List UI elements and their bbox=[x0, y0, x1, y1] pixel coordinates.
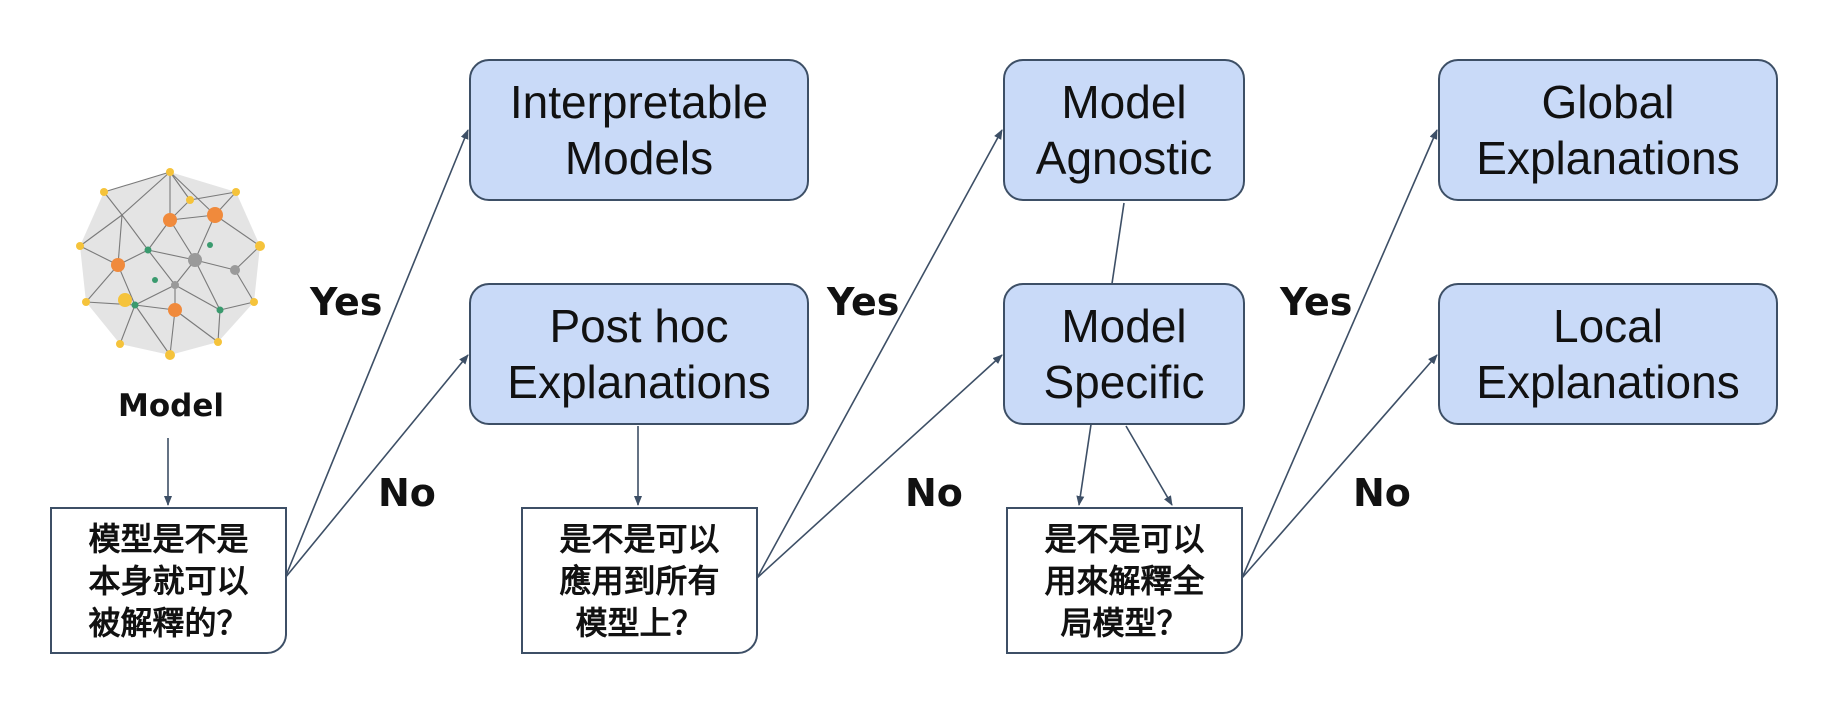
global-explanations-box: Global Explanations bbox=[1438, 59, 1778, 201]
arrow-q3-to-local bbox=[1241, 354, 1438, 579]
local-explanations-box: Local Explanations bbox=[1438, 283, 1778, 425]
arrow-q1-to-interpretable bbox=[284, 129, 469, 579]
arrow-q2-to-specific bbox=[756, 354, 1003, 579]
edge-label-yes-1: Yes bbox=[310, 280, 383, 324]
model-specific-box: Model Specific bbox=[1003, 283, 1245, 425]
edge-label-no-2: No bbox=[905, 471, 963, 515]
neural-network-graph-icon bbox=[76, 168, 265, 360]
edge-label-no-1: No bbox=[378, 471, 436, 515]
question-box-inherently-interpretable: 模型是不是 本身就可以 被解釋的？ bbox=[50, 507, 287, 654]
model-label: Model bbox=[118, 388, 224, 424]
model-agnostic-box: Model Agnostic bbox=[1003, 59, 1245, 201]
edge-label-yes-3: Yes bbox=[1280, 280, 1353, 324]
post-hoc-explanations-box: Post hoc Explanations bbox=[469, 283, 809, 425]
arrow-q3-to-global bbox=[1241, 129, 1438, 579]
arrow-specific-to-q3 bbox=[1125, 425, 1173, 506]
arrow-q2-to-agnostic bbox=[756, 129, 1003, 579]
edge-label-no-3: No bbox=[1353, 471, 1411, 515]
question-box-applicable-to-all-models: 是不是可以 應用到所有 模型上？ bbox=[521, 507, 758, 654]
edge-label-yes-2: Yes bbox=[827, 280, 900, 324]
arrow-q1-to-posthoc bbox=[284, 354, 469, 579]
interpretable-models-box: Interpretable Models bbox=[469, 59, 809, 201]
question-box-explain-global-model: 是不是可以 用來解釋全 局模型？ bbox=[1006, 507, 1243, 654]
